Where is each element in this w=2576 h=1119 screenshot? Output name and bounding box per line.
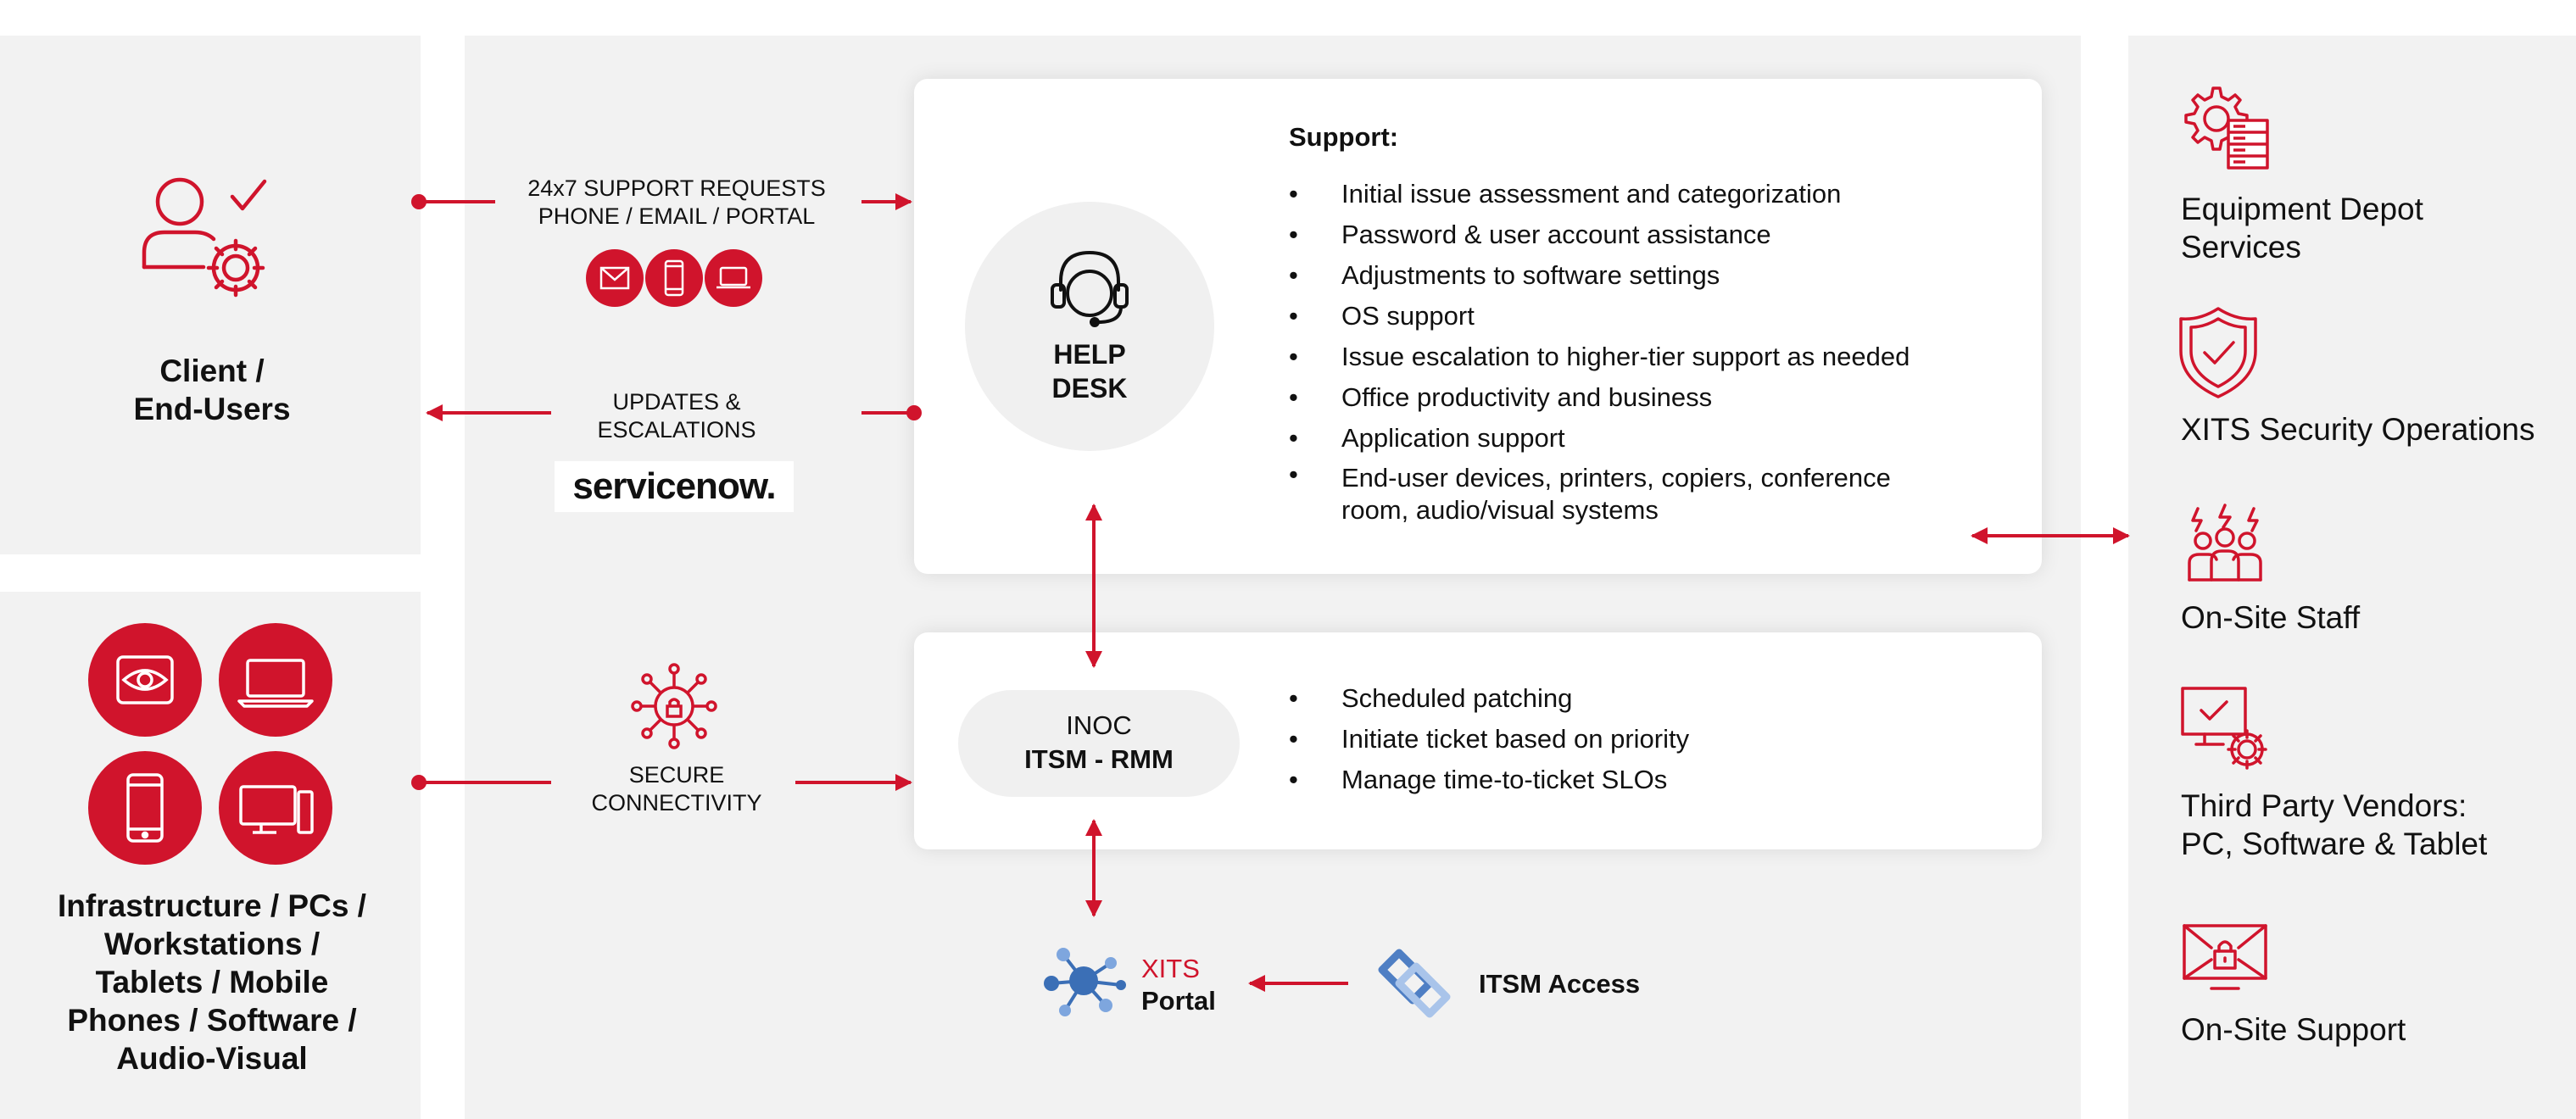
service-equipment-depot: Equipment Depot Services: [2181, 190, 2423, 266]
updates-line1: UPDATES &: [612, 389, 741, 415]
infrastructure-panel: [0, 592, 421, 1119]
phone-icon: [664, 259, 684, 297]
eye-icon: [116, 655, 174, 704]
secure-line2: CONNECTIVITY: [591, 790, 762, 816]
infrastructure-line: Phones / Software /: [67, 1003, 357, 1038]
secure-network-lock-icon: [631, 663, 717, 749]
list-item: OS support: [1289, 296, 1984, 337]
list-item: Application support: [1289, 418, 1984, 459]
phone-channel-circle: [645, 249, 703, 307]
service-label-line2: Services: [2181, 230, 2301, 264]
onsite-staff-icon: [2188, 504, 2262, 582]
list-item: Initial issue assessment and categorizat…: [1289, 174, 1984, 214]
third-party-vendor-icon: [2181, 687, 2267, 770]
service-label-line2: PC, Software & Tablet: [2181, 827, 2488, 861]
service-label-line1: XITS Security Operations: [2181, 412, 2535, 447]
infrastructure-line: Workstations /: [103, 927, 321, 961]
updates-escalations-label: UPDATES & ESCALATIONS: [490, 388, 863, 444]
secure-connectivity-label: SECURE CONNECTIVITY: [490, 761, 863, 817]
helpdesk-circle: [965, 202, 1214, 451]
updates-escalations-arrow: [426, 404, 922, 421]
security-shield-icon: [2179, 307, 2257, 398]
infrastructure-line: Audio-Visual: [116, 1041, 308, 1076]
gear-server-icon: [2184, 86, 2269, 170]
service-security-operations: XITS Security Operations: [2181, 410, 2534, 448]
laptop-icon: [237, 659, 314, 708]
list-item: Office productivity and business: [1289, 377, 1984, 418]
client-panel: [0, 36, 421, 554]
mobile-phone-icon: [126, 773, 164, 843]
support-requests-label: 24x7 SUPPORT REQUESTS PHONE / EMAIL / PO…: [490, 175, 863, 231]
client-label-line2: End-Users: [133, 392, 291, 426]
portal-label-line2: Portal: [1141, 986, 1216, 1016]
support-requests-arrow: [411, 193, 912, 210]
service-label-line1: On-Site Staff: [2181, 600, 2361, 635]
servicenow-logo: servicenow.: [555, 461, 794, 512]
portal-label: XITS Portal: [1141, 953, 1216, 1017]
list-item: Manage time-to-ticket SLOs: [1289, 760, 1984, 800]
itsm-access-label: ITSM Access: [1479, 969, 1641, 999]
servicenow-logo-text: servicenow.: [572, 465, 776, 507]
inoc-title-line1: INOC: [1066, 710, 1132, 740]
onsite-support-lock-icon: [2183, 924, 2267, 990]
phone-device-circle: [88, 751, 202, 865]
portal-laptop-icon: [716, 266, 750, 289]
client-user-gear-icon: [142, 177, 267, 298]
support-requests-line2: PHONE / EMAIL / PORTAL: [538, 203, 816, 229]
list-item: Scheduled patching: [1289, 678, 1984, 719]
list-item: Issue escalation to higher-tier support …: [1289, 337, 1984, 377]
inoc-title: INOC ITSM - RMM: [958, 709, 1240, 777]
secure-line1: SECURE: [628, 762, 725, 788]
list-item: Adjustments to software settings: [1289, 255, 1984, 296]
itsm-access-logo-icon: [1378, 949, 1451, 1018]
helpdesk-title-line1: HELP: [1053, 339, 1126, 370]
service-onsite-support: On-Site Support: [2181, 1010, 2406, 1049]
portal-label-line1: XITS: [1141, 954, 1200, 983]
list-item: Initiate ticket based on priority: [1289, 719, 1984, 760]
headset-icon: [1051, 250, 1129, 327]
portal-network-icon: [1044, 948, 1126, 1016]
email-channel-circle: [586, 249, 644, 307]
email-icon: [599, 266, 630, 290]
client-label-line1: Client /: [159, 354, 265, 388]
eye-device-circle: [88, 623, 202, 737]
infrastructure-line: Infrastructure / PCs /: [58, 888, 366, 923]
helpdesk-support-list: Initial issue assessment and categorizat…: [1289, 174, 1984, 526]
support-heading: Support:: [1289, 122, 1399, 152]
desktop-computer-icon: [239, 785, 314, 834]
helpdesk-title: HELP DESK: [965, 337, 1214, 405]
list-item: Password & user account assistance: [1289, 214, 1984, 255]
service-label-line1: Equipment Depot: [2181, 192, 2423, 226]
service-label-line1: Third Party Vendors:: [2181, 788, 2467, 823]
inoc-pill: [958, 690, 1240, 797]
services-panel: [2128, 36, 2576, 1119]
infrastructure-label: Infrastructure / PCs / Workstations / Ta…: [25, 887, 399, 1077]
infrastructure-line: Tablets / Mobile: [95, 965, 329, 999]
updates-line2: ESCALATIONS: [597, 417, 756, 443]
service-onsite-staff: On-Site Staff: [2181, 598, 2360, 637]
inoc-list: Scheduled patching Initiate ticket based…: [1289, 678, 1984, 800]
list-item: End-user devices, printers, copiers, con…: [1289, 459, 1926, 526]
helpdesk-title-line2: DESK: [1051, 373, 1128, 404]
laptop-device-circle: [219, 623, 332, 737]
service-third-party-vendors: Third Party Vendors: PC, Software & Tabl…: [2181, 787, 2487, 863]
support-requests-line1: 24x7 SUPPORT REQUESTS: [527, 175, 826, 201]
secure-connectivity-arrow: [411, 774, 912, 791]
portal-channel-circle: [705, 249, 762, 307]
client-label: Client / End-Users: [51, 352, 373, 428]
inoc-title-line2: ITSM - RMM: [1024, 744, 1174, 774]
service-label-line1: On-Site Support: [2181, 1012, 2406, 1047]
